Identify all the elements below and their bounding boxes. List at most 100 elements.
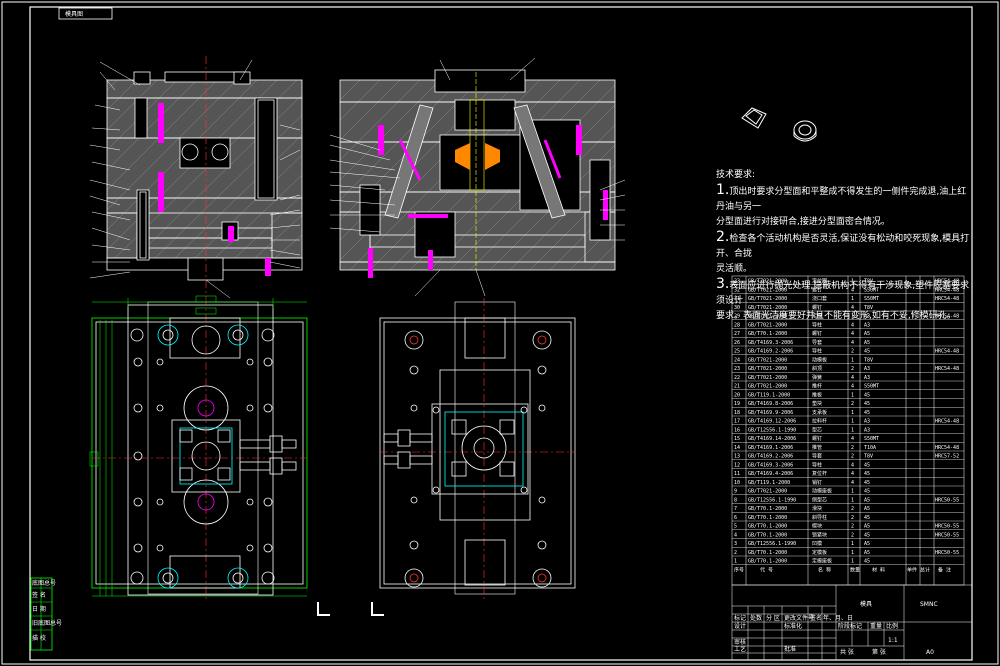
tb-label-weight: 重量 <box>870 622 882 630</box>
bom-cell-no: 13 <box>734 454 740 460</box>
bom-cell-std: GB/T70.1-2000 <box>748 515 787 521</box>
bom-cell-std: GB/T119.1-2000 <box>748 480 790 486</box>
bom-cell-name: 定模座板 <box>812 558 832 565</box>
bom-cell-mat: T8V <box>864 454 873 460</box>
bom-cell-mat: A3 <box>864 427 870 433</box>
bom-cell-name: 螺钉 <box>812 304 822 311</box>
bom-cell-mat: A5 <box>864 506 870 512</box>
tb-label-change: 更改文件号 <box>784 614 814 622</box>
bom-cell-mat: A3 <box>864 322 870 328</box>
bom-cell-mat: 45 <box>864 515 870 521</box>
tb-label-design: 设计 <box>734 622 746 630</box>
bom-cell-qty: 1 <box>851 497 854 503</box>
bom-cell-qty: 2 <box>851 366 854 372</box>
bom-cell-mat: A3 <box>864 419 870 425</box>
bom-cell-mat: T8V <box>864 357 873 363</box>
bom-cell-qty: 1 <box>851 392 854 398</box>
bom-cell-name: 导柱 <box>812 461 822 468</box>
bom-cell-no: 33 <box>734 279 740 285</box>
bom-cell-note: HRC54-48 <box>935 349 959 355</box>
bom-cell-name: 滑块 <box>812 505 822 512</box>
bom-cell-name: 导柱 <box>812 321 822 328</box>
bom-cell-name: 锁紧块 <box>812 531 827 538</box>
bom-cell-name: 定模板 <box>812 549 827 556</box>
bom-cell-qty: 2 <box>851 445 854 451</box>
bom-cell-note: HRC54-48 <box>935 279 959 285</box>
tech-line-5: 3.表面应进行抛光处理,隐蔽机构不得有干涉现象,塑件脱塞要求须设计 <box>716 277 972 309</box>
bom-cell-qty: 4 <box>851 322 854 328</box>
bom-cell-no: 28 <box>734 322 740 328</box>
bom-cell-qty: 4 <box>851 384 854 390</box>
bom-cell-qty: 1 <box>851 410 854 416</box>
bom-cell-note: HRC50-55 <box>935 497 959 503</box>
bom-cell-name: 复位杆 <box>812 470 827 477</box>
bom-cell-std: GB/T4169.3-2006 <box>748 340 793 346</box>
tech-num-3: 3. <box>716 276 730 292</box>
bom-cell-std: GB/T7021-2000 <box>748 489 787 495</box>
bom-cell-name: 凹模 <box>812 540 822 547</box>
bom-cell-no: 4 <box>734 532 737 538</box>
tech-text-1: 顶出时要求分型面和平整成不得发生的一侧件完成退,油上红丹油与另一 <box>716 187 967 212</box>
bom-cell-note: HRC57-52 <box>935 454 959 460</box>
bom-cell-name: 斜顶 <box>812 365 822 372</box>
strip-label-1: 底图总号 <box>32 579 56 587</box>
left-title-strip: 底图总号 签 名 日 期 旧底图总号 描 校 <box>30 577 62 651</box>
bom-cell-no: 2 <box>734 550 737 556</box>
bom-cell-mat: T10A <box>864 445 876 451</box>
bom-cell-mat: S50MT <box>864 296 879 302</box>
bom-cell-no: 25 <box>734 349 740 355</box>
bom-cell-note: HRC54-48 <box>935 445 959 451</box>
bom-cell-std: GB/T12556.1-1990 <box>748 427 796 433</box>
title-drawing-name: 模具 <box>860 600 872 608</box>
bom-cell-note: HRC54-48 <box>935 296 959 302</box>
bom-cell-name: 推板 <box>812 391 822 398</box>
bom-cell-qty: 2 <box>851 524 854 530</box>
bom-cell-no: 32 <box>734 287 740 293</box>
bom-cell-std: GB/T4169.2-2006 <box>748 349 793 355</box>
bom-cell-note: HRC50-55 <box>935 532 959 538</box>
tb-label-count: 处数 <box>750 614 762 622</box>
bom-cell-mat: 45 <box>864 471 870 477</box>
tb-label-sign: 签名 <box>810 614 822 622</box>
bom-cell-name: 螺钉 <box>812 435 822 442</box>
strip-label-3: 日 期 <box>32 605 46 613</box>
bom-cell-name: 动模座板 <box>812 488 832 495</box>
bom-cell-std: GB/T7021-2000 <box>748 314 787 320</box>
bom-cell-qty: 1 <box>851 550 854 556</box>
bom-cell-qty: 2 <box>851 515 854 521</box>
tech-line-4: 灵活顺。 <box>716 264 753 274</box>
bom-cell-std: GB/T70.1-2000 <box>748 532 787 538</box>
bom-cell-mat: 45 <box>864 480 870 486</box>
bom-cell-mat: S50MT <box>864 384 879 390</box>
bom-header-mat: 材 料 <box>872 566 885 573</box>
technical-requirements: 技术要求: 1.顶出时要求分型面和平整成不得发生的一侧件完成退,油上红丹油与另一… <box>716 168 972 324</box>
bom-cell-name: 浇口套 <box>812 295 827 302</box>
tb-label-check: 审核 <box>734 638 746 646</box>
bom-cell-no: 31 <box>734 296 740 302</box>
strip-label-2: 签 名 <box>32 591 46 599</box>
bom-cell-std: GB/T12556.1-1990 <box>748 541 796 547</box>
bom-cell-mat: T8V <box>864 305 873 311</box>
bom-cell-mat: 45 <box>864 489 870 495</box>
bom-cell-note: HRC54-48 <box>935 419 959 425</box>
bom-cell-name: 弹簧 <box>812 374 822 381</box>
bom-cell-qty: 2 <box>851 349 854 355</box>
bom-cell-mat: A5 <box>864 331 870 337</box>
section-left-leaders <box>89 59 301 299</box>
title-block <box>731 584 973 661</box>
bom-cell-qty: 2 <box>851 532 854 538</box>
bom-cell-std: GB/T70.1-2000 <box>748 331 787 337</box>
bom-cell-qty: 4 <box>851 462 854 468</box>
bom-header-no: 序号 <box>734 566 744 573</box>
bom-cell-std: GB/T7021-2000 <box>748 357 787 363</box>
section-right-leaders <box>329 57 626 297</box>
bom-cell-std: GB/T4169.4-2006 <box>748 471 793 477</box>
bom-cell-mat: 45 <box>864 401 870 407</box>
bom-cell-no: 1 <box>734 559 737 565</box>
bom-cell-name: 螺钉 <box>812 330 822 337</box>
bom-cell-std: GB/T4169.12-2006 <box>748 419 796 425</box>
tech-line-6: 要求。表面光洁度要好并且不能有变形,如有不妥,修模研孔。 <box>716 311 956 321</box>
bom-cell-qty: 1 <box>851 489 854 495</box>
bom-cell-std: GB/T7021-2000 <box>748 279 787 285</box>
